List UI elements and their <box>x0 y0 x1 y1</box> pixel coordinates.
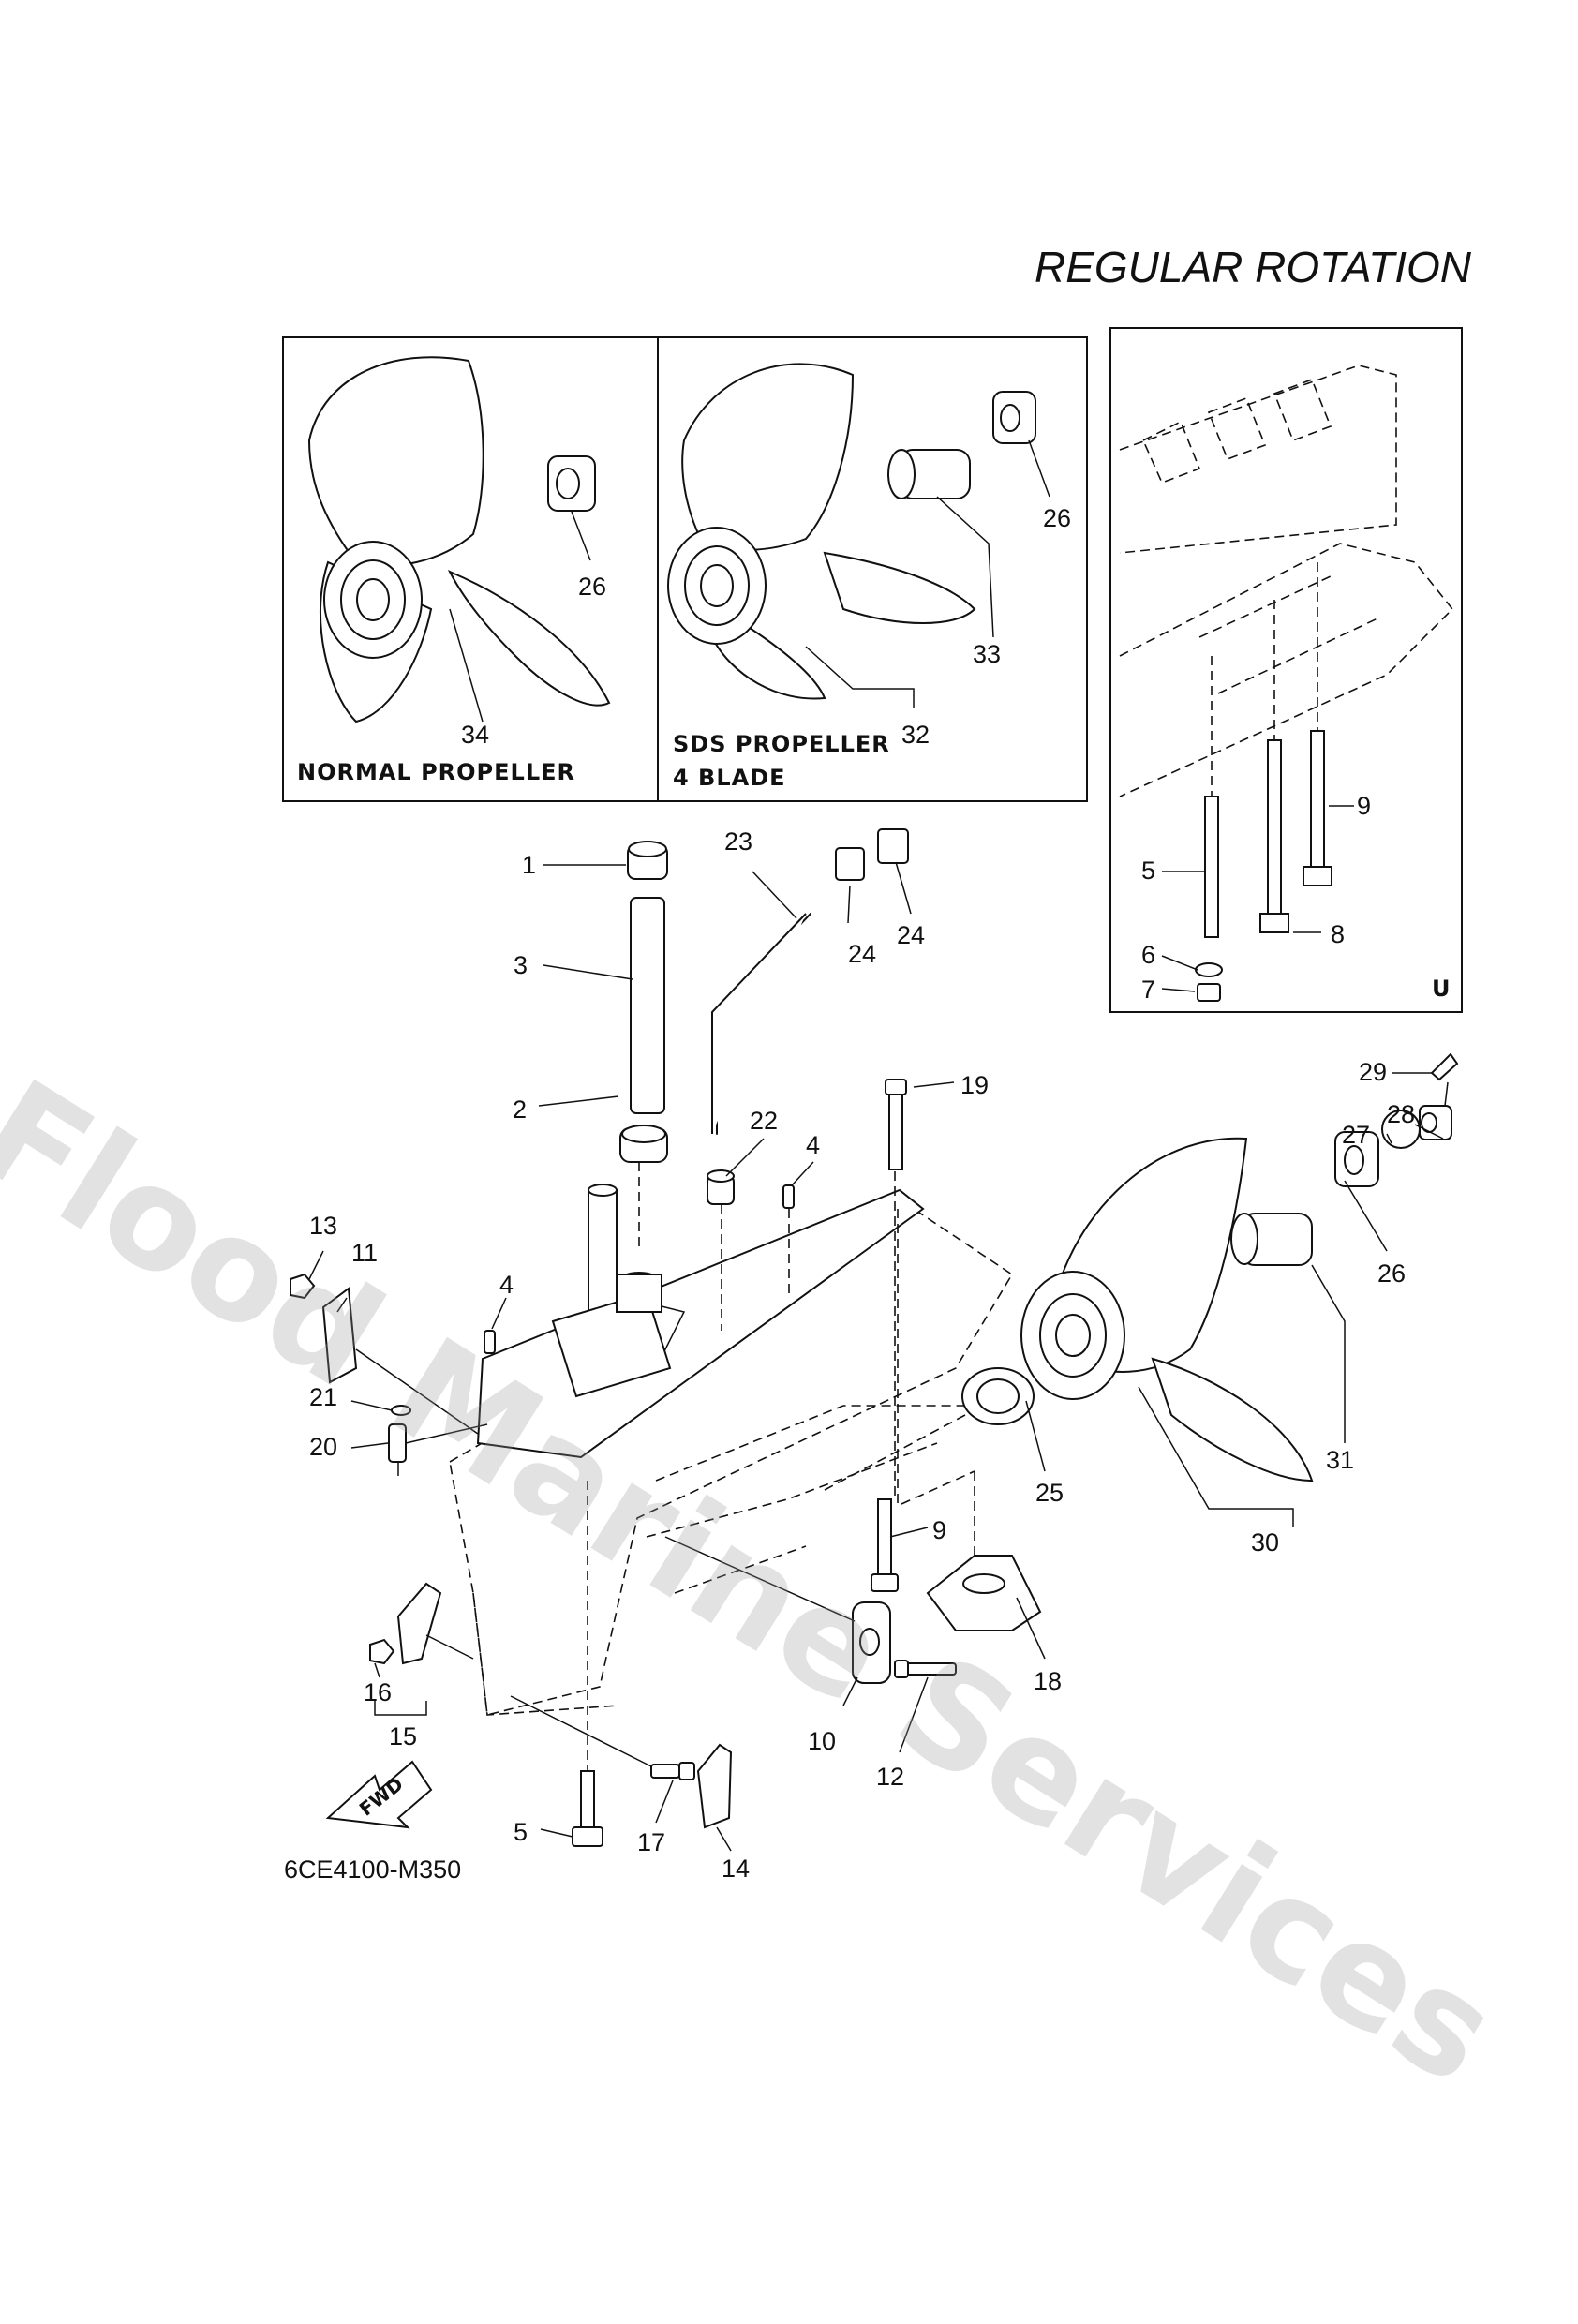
callout-26-normal: 26 <box>578 573 606 601</box>
callout-18: 18 <box>1034 1667 1062 1695</box>
callout-8: 8 <box>1331 920 1345 948</box>
callout-5-bottom: 5 <box>514 1818 528 1846</box>
sds-spline-washer <box>992 391 1036 444</box>
side-cover-14 <box>696 1743 733 1829</box>
sds-propeller-label: SDS PROPELLER <box>673 731 890 757</box>
callout-12: 12 <box>876 1763 904 1791</box>
callout-16: 16 <box>364 1678 392 1706</box>
gear-housing-top-plate <box>476 1188 925 1459</box>
water-pump-base <box>551 1272 672 1398</box>
dowel-pin-rear <box>782 1184 795 1209</box>
trim-plate-15 <box>396 1582 442 1665</box>
main-propeller <box>1020 1137 1314 1482</box>
callout-6: 6 <box>1141 941 1155 969</box>
propeller-inset-frame <box>282 336 1088 802</box>
washer <box>1195 962 1223 977</box>
dowel-pin-front <box>484 1330 496 1354</box>
callout-13: 13 <box>309 1212 337 1240</box>
casing-bolt-9 <box>871 1498 899 1592</box>
casing-bolt-19 <box>885 1079 907 1170</box>
callout-17: 17 <box>637 1828 665 1856</box>
callout-24-left: 24 <box>848 940 876 968</box>
callout-4-rear: 4 <box>806 1131 820 1159</box>
callout-1: 1 <box>522 851 536 879</box>
callout-11: 11 <box>351 1239 378 1267</box>
cover-plate-11 <box>321 1287 358 1384</box>
callout-9-main: 9 <box>932 1516 946 1544</box>
sds-propeller-drawing <box>667 363 976 700</box>
lower-casing-outline <box>449 1199 1014 1716</box>
short-bolt <box>1259 600 1289 933</box>
sds-blade-count-label: 4 BLADE <box>673 765 786 791</box>
forward-arrow: FWD <box>325 1760 433 1829</box>
callout-31: 31 <box>1326 1446 1354 1474</box>
long-stud-bolt <box>1204 656 1219 938</box>
callout-24-right: 24 <box>897 921 925 949</box>
callout-32: 32 <box>901 721 930 749</box>
grommet-10 <box>852 1601 891 1684</box>
diagram-title: REGULAR ROTATION <box>1035 243 1471 291</box>
callout-29: 29 <box>1359 1058 1387 1086</box>
sds-spline-bushing <box>887 449 971 499</box>
normal-propeller-spline-washer <box>547 455 596 512</box>
callout-7: 7 <box>1141 976 1155 1004</box>
flange-bolt <box>1303 562 1332 886</box>
callout-34: 34 <box>461 721 489 749</box>
callout-2: 2 <box>513 1095 527 1124</box>
screw-12 <box>894 1660 957 1678</box>
variant-code-label: U <box>1432 976 1451 1002</box>
nut-16 <box>369 1638 395 1665</box>
callout-22: 22 <box>750 1107 778 1135</box>
callout-26-sds: 26 <box>1043 504 1071 532</box>
shift-rod-bushing <box>707 1169 735 1205</box>
callout-23: 23 <box>724 827 752 856</box>
callout-19: 19 <box>960 1071 989 1099</box>
diagram-code: 6CE4100-M350 <box>284 1855 462 1884</box>
water-tube-grommet-bottom <box>619 1125 668 1163</box>
mount-pad-right <box>877 828 909 864</box>
screw-17 <box>650 1762 695 1780</box>
bolt-inset-frame <box>1109 327 1463 1013</box>
callout-25: 25 <box>1035 1479 1064 1507</box>
callout-33: 33 <box>973 640 1001 668</box>
casing-bolt-5 <box>572 1770 603 1847</box>
callout-9-inset: 9 <box>1357 792 1371 820</box>
callout-30: 30 <box>1251 1528 1279 1557</box>
callout-5-inset: 5 <box>1141 857 1155 885</box>
leader-lines <box>308 861 1444 1852</box>
callout-27: 27 <box>1342 1121 1370 1149</box>
cotter-pin <box>1430 1052 1459 1081</box>
normal-propeller-label: NORMAL PROPELLER <box>297 759 575 785</box>
callout-21: 21 <box>309 1383 337 1411</box>
nut <box>1197 983 1221 1002</box>
callout-14: 14 <box>722 1855 750 1883</box>
callout-20: 20 <box>309 1433 337 1461</box>
normal-propeller-drawing <box>307 356 611 723</box>
water-tube <box>630 897 665 1114</box>
grease-fitting-20 <box>388 1423 407 1463</box>
callout-4-front: 4 <box>499 1271 514 1299</box>
callout-numbers: 1 2 3 4 4 5 5 6 7 8 9 9 10 11 12 13 14 1… <box>309 504 1415 1883</box>
upper-casing-outline <box>1119 365 1454 797</box>
callout-3: 3 <box>514 951 528 979</box>
callout-28: 28 <box>1387 1100 1415 1128</box>
nut-13 <box>290 1273 316 1300</box>
water-tube-grommet-top <box>627 841 668 880</box>
main-propeller-spline-washer <box>1334 1131 1379 1187</box>
callout-26-main: 26 <box>1377 1259 1406 1288</box>
mount-pad-left <box>835 847 865 881</box>
trim-tab-anode <box>926 1471 1042 1631</box>
propeller-shaft-seal-housing <box>961 1367 1035 1425</box>
callout-15: 15 <box>389 1722 417 1750</box>
callout-10: 10 <box>808 1727 836 1755</box>
o-ring-21 <box>391 1405 411 1416</box>
main-propeller-spline-bushing <box>1230 1213 1313 1266</box>
